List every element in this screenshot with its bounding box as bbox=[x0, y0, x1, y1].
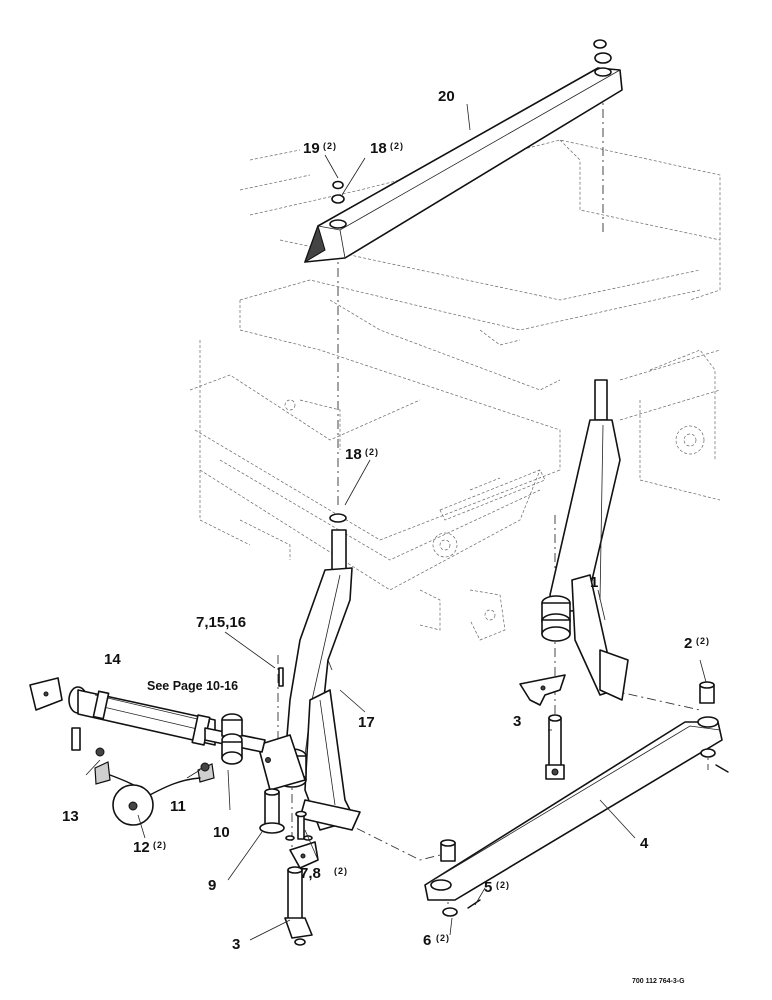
left-upright-arm bbox=[257, 513, 361, 831]
svg-text:700 112 764-3-G: 700 112 764-3-G bbox=[632, 978, 685, 985]
svg-text:17: 17 bbox=[358, 714, 375, 731]
callout-14: 14 bbox=[104, 651, 121, 668]
left-pivot-hardware bbox=[259, 667, 319, 946]
svg-text:4: 4 bbox=[640, 835, 649, 852]
svg-text:(2): (2) bbox=[365, 447, 379, 457]
callout-19: 19(2) bbox=[303, 140, 337, 157]
svg-text:7,8: 7,8 bbox=[300, 865, 321, 882]
right-pivot-pin bbox=[519, 674, 566, 780]
svg-text:(2): (2) bbox=[153, 840, 167, 850]
svg-text:20: 20 bbox=[438, 88, 455, 105]
svg-text:(2): (2) bbox=[496, 880, 510, 890]
callout-3-left: 3 bbox=[232, 936, 240, 953]
top-cross-tube bbox=[304, 39, 623, 264]
callout-7-8: 7,8 (2) bbox=[300, 865, 348, 882]
callout-3-right: 3 bbox=[513, 713, 521, 730]
callout-6: 6 (2) bbox=[423, 932, 450, 949]
callout-20: 20 bbox=[438, 88, 455, 105]
svg-text:3: 3 bbox=[513, 713, 521, 730]
svg-text:5: 5 bbox=[484, 879, 492, 896]
callout-18-top: 18(2) bbox=[370, 140, 404, 157]
svg-text:(2): (2) bbox=[323, 141, 337, 151]
callout-4: 4 bbox=[640, 835, 649, 852]
svg-text:18: 18 bbox=[345, 446, 362, 463]
svg-text:19: 19 bbox=[303, 140, 320, 157]
svg-text:13: 13 bbox=[62, 808, 79, 825]
callout-2: 2 (2) bbox=[684, 635, 710, 652]
svg-text:10: 10 bbox=[213, 824, 230, 841]
see-page-note: See Page 10-16 bbox=[147, 679, 238, 693]
callout-7-15-16: 7,15,16 bbox=[196, 614, 246, 631]
svg-text:See Page 10-16: See Page 10-16 bbox=[147, 679, 238, 693]
callout-5: 5 (2) bbox=[484, 879, 510, 896]
svg-text:(2): (2) bbox=[436, 933, 450, 943]
svg-text:(2): (2) bbox=[390, 141, 404, 151]
svg-text:12: 12 bbox=[133, 839, 150, 856]
drawing-number: 700 112 764-3-G bbox=[632, 978, 685, 985]
svg-text:2: 2 bbox=[684, 635, 692, 652]
callout-1: 1 bbox=[590, 574, 598, 591]
svg-text:1: 1 bbox=[590, 574, 598, 591]
callout-11: 11 bbox=[170, 798, 186, 815]
callout-18-mid: 18(2) bbox=[345, 446, 379, 463]
alignment-centerlines bbox=[210, 90, 709, 935]
right-upright-arm bbox=[541, 379, 629, 701]
svg-text:6: 6 bbox=[423, 932, 431, 949]
svg-text:9: 9 bbox=[208, 877, 216, 894]
svg-text:18: 18 bbox=[370, 140, 387, 157]
callout-13: 13 bbox=[62, 808, 79, 825]
svg-text:(2): (2) bbox=[334, 866, 348, 876]
svg-text:7,15,16: 7,15,16 bbox=[196, 614, 246, 631]
callout-12: 12(2) bbox=[133, 839, 167, 856]
lower-cross-bar bbox=[424, 681, 729, 917]
callout-10: 10 bbox=[213, 824, 230, 841]
svg-text:(2): (2) bbox=[696, 636, 710, 646]
hydraulic-cylinder bbox=[29, 677, 266, 826]
callout-9: 9 bbox=[208, 877, 216, 894]
svg-text:11: 11 bbox=[170, 798, 186, 815]
machine-frame-background bbox=[189, 139, 721, 641]
svg-text:14: 14 bbox=[104, 651, 121, 668]
callout-17: 17 bbox=[358, 714, 375, 731]
svg-text:3: 3 bbox=[232, 936, 240, 953]
leader-lines bbox=[85, 103, 707, 941]
